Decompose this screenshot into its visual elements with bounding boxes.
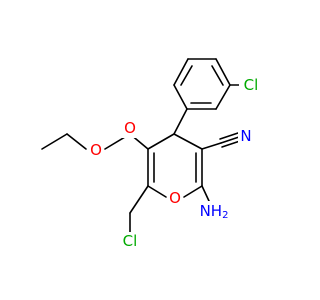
svg-text:Cl: Cl <box>123 232 138 250</box>
bond-o1-c6 <box>183 185 203 198</box>
bond-ar2-ar3-inner <box>180 65 193 86</box>
bond-cn-triple-2 <box>219 132 239 140</box>
bond-ar4-ar5 <box>215 58 231 86</box>
bond-cn-triple-1 <box>220 136 240 144</box>
alkyl-chlorine: Cl <box>118 232 142 250</box>
ring-oxygen: O <box>167 189 183 207</box>
bonds <box>41 58 243 233</box>
bond-c4-aryl <box>173 108 188 135</box>
amino-group: NH2 <box>200 201 234 221</box>
bond-ar4-ar5-inner <box>211 65 224 86</box>
svg-text:O: O <box>124 119 136 137</box>
bond-c2-o1 <box>147 185 167 198</box>
aryl-chlorine: Cl <box>239 76 263 94</box>
svg-text:O: O <box>90 141 102 159</box>
bond-ar5-ar6 <box>215 84 231 110</box>
bond-c5-c4 <box>173 133 203 150</box>
svg-text:Cl: Cl <box>244 76 259 94</box>
nitrile-nitrogen: N <box>238 127 254 145</box>
bond-c6-nh2 <box>201 185 210 202</box>
bond-ester-o-ch2 <box>66 133 87 150</box>
bond-ar1-ar2 <box>173 84 188 110</box>
svg-text:N: N <box>240 127 251 145</box>
bond-ch2-ch3 <box>41 133 68 150</box>
ester-oxygen: O <box>88 141 104 159</box>
bond-cn-triple-3 <box>221 140 241 148</box>
bond-c4-c3 <box>147 133 175 150</box>
molecule-diagram: O O O Cl Cl N NH2 <box>41 58 263 250</box>
molecule-svg: O O O Cl Cl N NH2 <box>41 58 263 250</box>
carbonyl-oxygen: O <box>122 119 138 138</box>
bond-c5-cn <box>201 142 222 150</box>
bond-c2-ch2 <box>129 185 149 214</box>
svg-text:NH2: NH2 <box>200 202 229 221</box>
atom-labels: O O O Cl Cl N NH2 <box>88 76 263 250</box>
svg-text:O: O <box>169 189 181 207</box>
bond-ar2-ar3 <box>173 58 189 86</box>
